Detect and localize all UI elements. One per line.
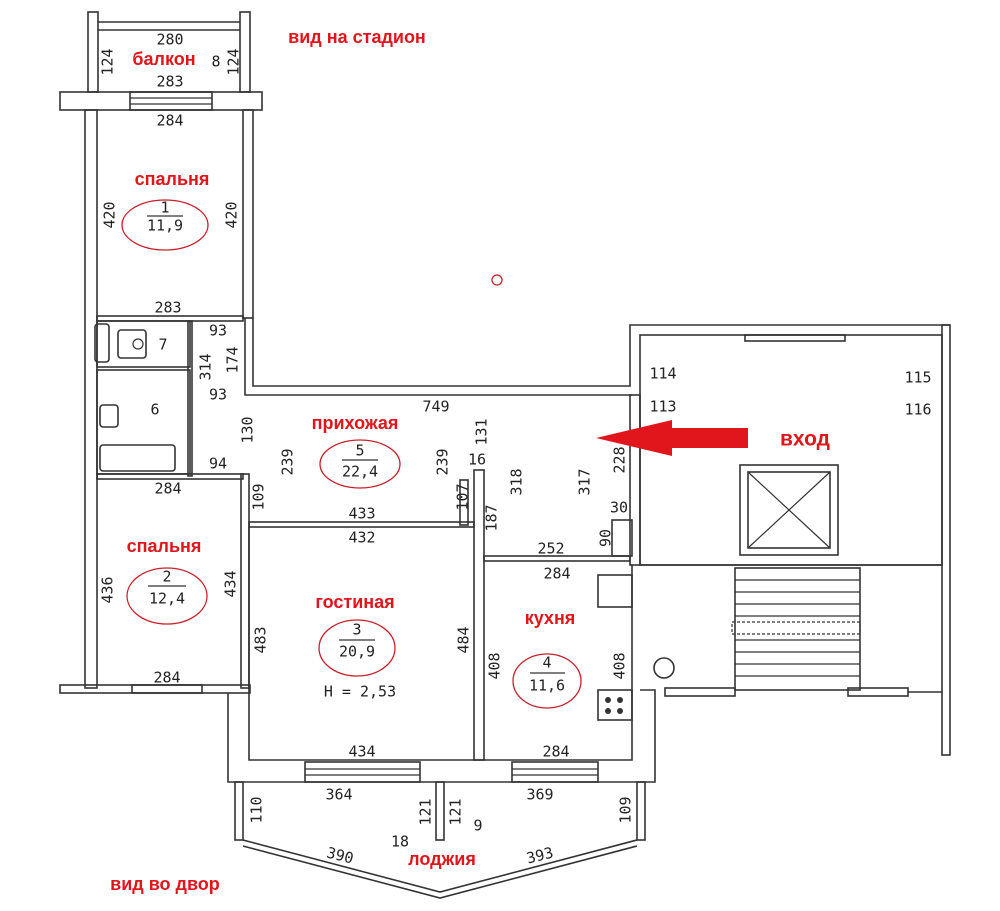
dim: 130 — [239, 416, 257, 443]
dim: 174 — [224, 346, 242, 373]
dim: 433 — [348, 505, 375, 523]
dim: 107 — [454, 483, 472, 510]
svg-text:4: 4 — [542, 654, 551, 672]
svg-text:11,6: 11,6 — [529, 677, 565, 695]
svg-text:2: 2 — [162, 568, 171, 586]
dim: 434 — [348, 743, 375, 761]
dim: 94 — [209, 455, 227, 473]
dim: 115 — [904, 369, 931, 387]
dim: 16 — [468, 451, 486, 469]
room-7: 7 — [158, 336, 167, 354]
dim: 434 — [222, 570, 240, 597]
svg-text:5: 5 — [355, 442, 364, 460]
dim: 483 — [252, 626, 270, 653]
label-hallway: прихожая — [312, 413, 399, 433]
dim: 284 — [156, 112, 183, 130]
dimensions: 280 124 124 283 284 420 420 283 93 314 1… — [99, 31, 932, 868]
dim: 749 — [422, 398, 449, 416]
svg-text:1: 1 — [160, 199, 169, 217]
dim: 116 — [904, 401, 931, 419]
dim: 239 — [434, 448, 452, 475]
dim: 113 — [649, 398, 676, 416]
room-6: 6 — [150, 401, 159, 419]
svg-text:11,9: 11,9 — [147, 217, 183, 235]
label-living-room: гостиная — [315, 592, 394, 612]
dim: 369 — [526, 786, 553, 804]
dim: 110 — [248, 796, 266, 823]
svg-text:22,4: 22,4 — [342, 463, 378, 481]
room-8: 8 — [211, 53, 220, 71]
dim: 408 — [611, 652, 629, 679]
svg-text:12,4: 12,4 — [149, 590, 185, 608]
room-1: 1 11,9 — [121, 199, 209, 251]
dim: 121 — [447, 798, 465, 825]
dim: 30 — [610, 499, 628, 517]
dim: 93 — [209, 322, 227, 340]
dim: 390 — [325, 844, 356, 868]
ceiling-height: H = 2,53 — [324, 683, 396, 701]
dim: 317 — [576, 468, 594, 495]
room-4: 4 11,6 — [512, 653, 582, 709]
dim: 284 — [154, 480, 181, 498]
room-2: 2 12,4 — [126, 567, 208, 625]
label-loggia: лоджия — [408, 849, 476, 869]
room-5: 5 22,4 — [319, 439, 401, 489]
kitchen-window — [511, 761, 599, 783]
dim: 18 — [391, 833, 409, 851]
elevator — [739, 464, 839, 556]
label-kitchen: кухня — [525, 608, 576, 628]
label-balcony: балкон — [132, 49, 195, 69]
dim: 436 — [99, 576, 117, 603]
dim: 284 — [153, 669, 180, 687]
dim: 314 — [197, 353, 215, 380]
dim: 283 — [156, 73, 183, 91]
label-bedroom-1: спальня — [135, 169, 210, 189]
dim: 131 — [473, 418, 491, 445]
dim: 280 — [156, 31, 183, 49]
dim: 121 — [417, 798, 435, 825]
dim: 252 — [537, 540, 564, 558]
room-9: 9 — [473, 817, 482, 835]
dim: 124 — [99, 48, 117, 75]
walls — [59, 11, 951, 899]
dim: 109 — [250, 483, 268, 510]
dim: 284 — [542, 743, 569, 761]
svg-text:3: 3 — [352, 621, 361, 639]
label-view-yard: вид во двор — [110, 874, 220, 894]
dim: 239 — [279, 448, 297, 475]
dim: 114 — [649, 365, 676, 383]
svg-text:20,9: 20,9 — [339, 643, 375, 661]
label-entrance: вход — [780, 428, 830, 451]
dim: 318 — [508, 468, 526, 495]
dim: 90 — [597, 529, 615, 547]
dim: 283 — [154, 299, 181, 317]
dim: 408 — [486, 652, 504, 679]
label-view-stadium: вид на стадион — [288, 27, 426, 47]
balcony-door — [129, 91, 213, 111]
dim: 284 — [543, 565, 570, 583]
dim: 432 — [348, 529, 375, 547]
dim: 93 — [209, 386, 227, 404]
dim: 484 — [455, 626, 473, 653]
dim: 187 — [483, 504, 501, 531]
dim: 364 — [325, 786, 352, 804]
dim: 420 — [101, 201, 119, 228]
dim: 393 — [525, 844, 556, 868]
room-3: 3 20,9 — [318, 619, 396, 677]
stairs — [734, 567, 861, 691]
dim: 228 — [611, 446, 629, 473]
label-bedroom-2: спальня — [127, 536, 202, 556]
entrance-arrow-icon — [596, 420, 748, 456]
dim: 124 — [225, 48, 243, 75]
living-window — [304, 761, 421, 783]
dim: 420 — [223, 201, 241, 228]
dim: 109 — [617, 796, 635, 823]
